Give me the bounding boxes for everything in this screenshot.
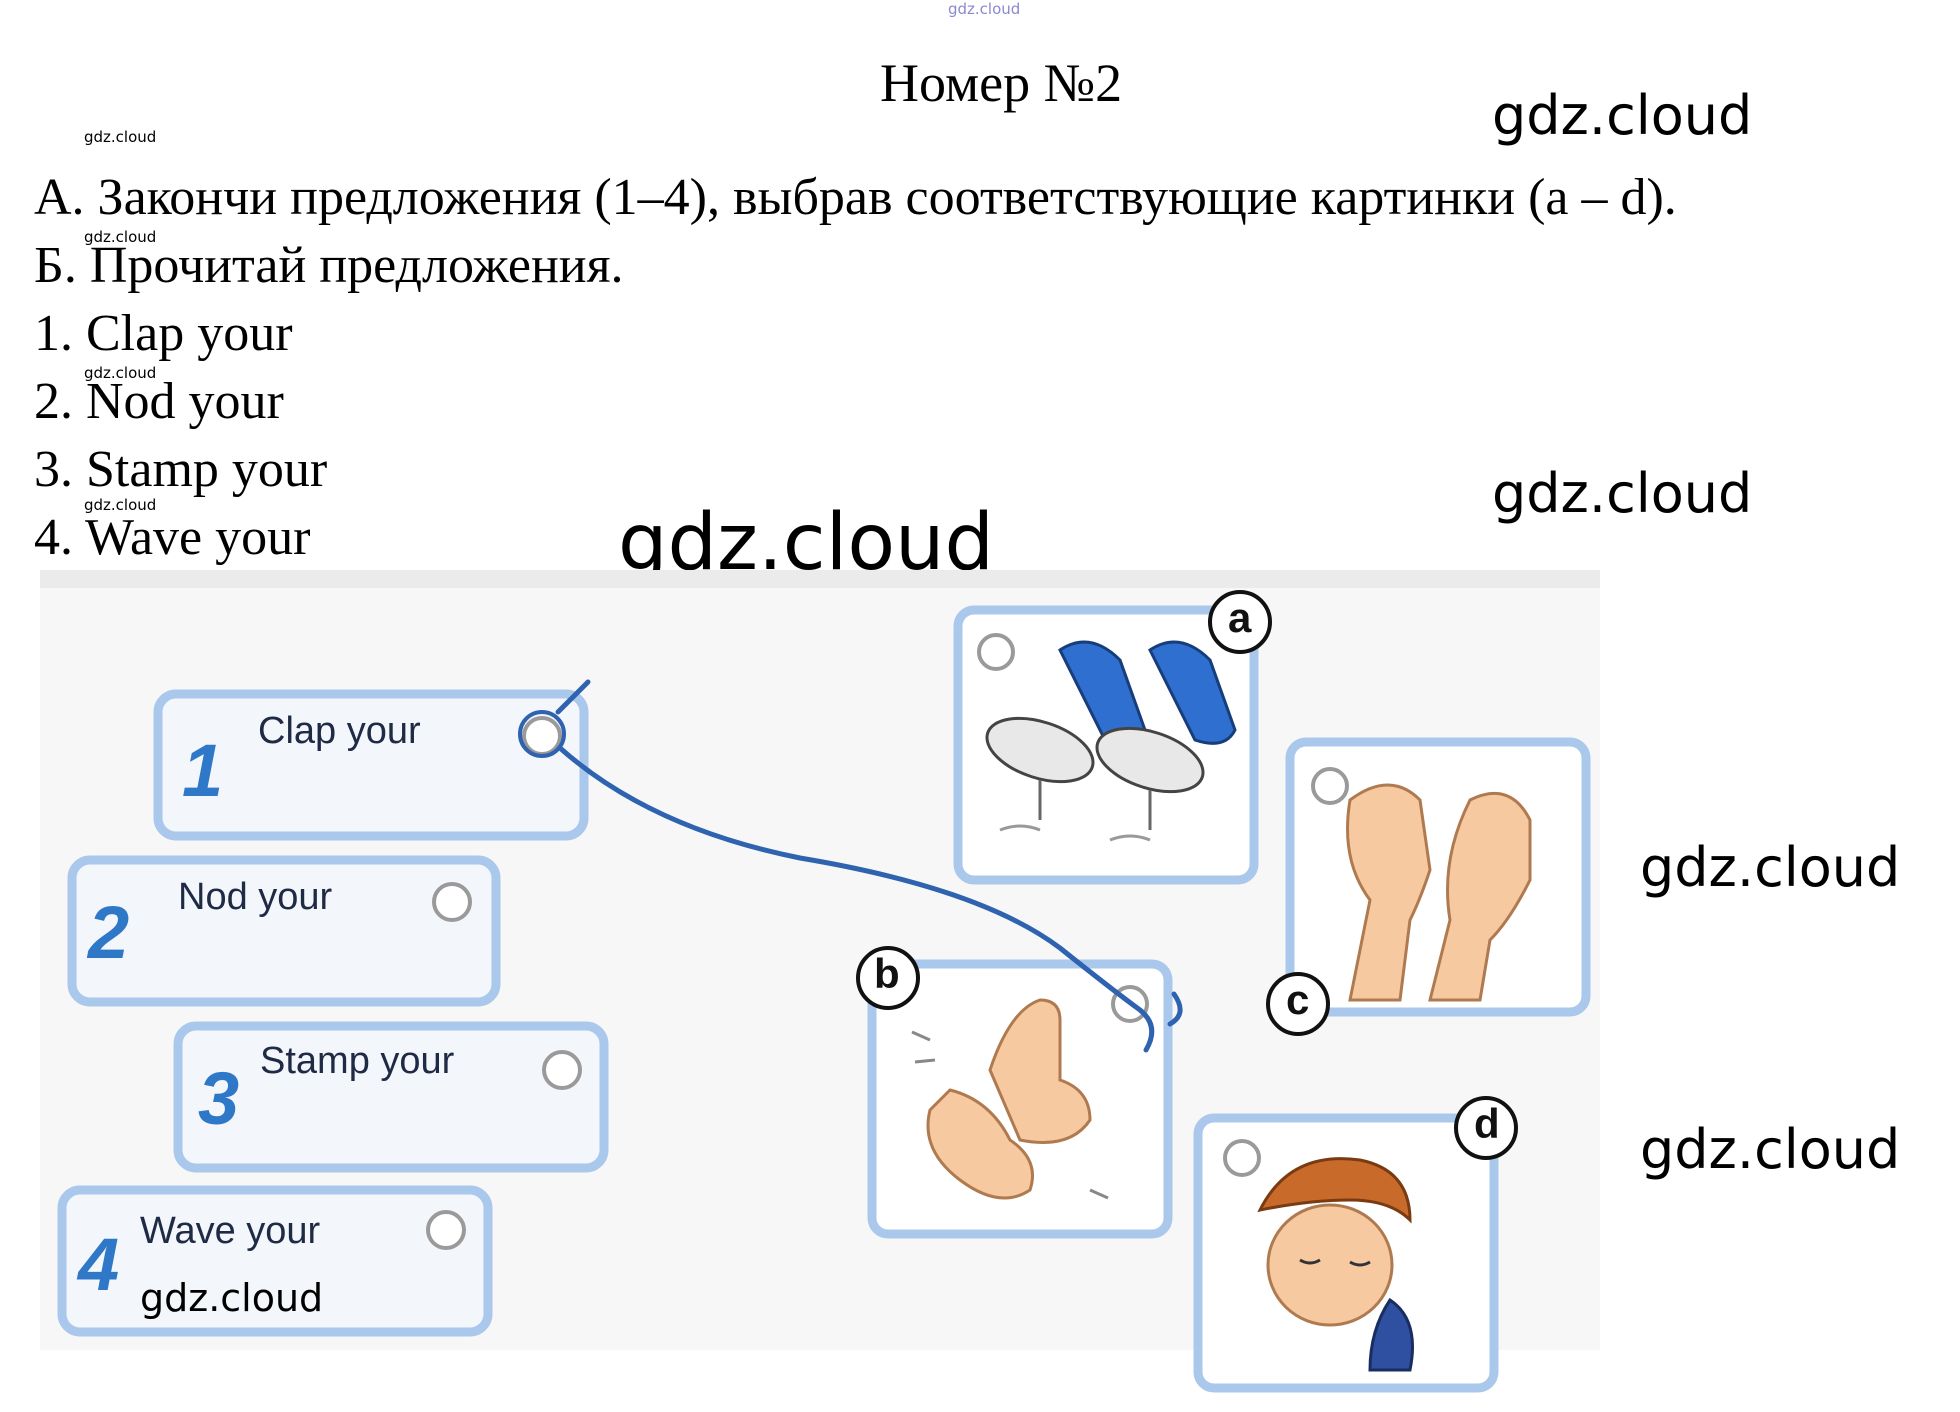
card-4[interactable] xyxy=(57,1185,493,1337)
card-2[interactable] xyxy=(67,855,501,1007)
instruction-a: А. Закончи предложения (1–4), выбрав соо… xyxy=(34,169,1677,226)
label-circle-c xyxy=(1266,972,1330,1036)
picture-card-d[interactable] xyxy=(1193,1096,1518,1393)
picture-label-d: d xyxy=(1474,1100,1500,1147)
watermark: gdz.cloud xyxy=(84,228,157,246)
matching-line xyxy=(555,679,1155,1053)
picture-card-a[interactable] xyxy=(953,590,1272,885)
picture-label-c: c xyxy=(1286,976,1310,1023)
card-1-number: 1 xyxy=(182,729,224,812)
watermark: gdz.cloud xyxy=(84,128,157,146)
waving-hands-icon xyxy=(911,998,1109,1200)
sentence-3: 3. Stamp your xyxy=(34,441,328,498)
label-circle-d xyxy=(1454,1096,1518,1160)
sentence-4: 4. Wave your xyxy=(34,509,311,566)
clapping-hands-icon xyxy=(1346,783,1532,1002)
watermark: gdz.cloud xyxy=(1492,462,1753,525)
sentence-1: 1. Clap your xyxy=(34,305,293,362)
card-2-answer-circle xyxy=(432,882,472,922)
card-4-number: 4 xyxy=(78,1223,120,1306)
watermark: gdz.cloud xyxy=(84,364,157,382)
card-3-text: Stamp your xyxy=(260,1040,455,1082)
watermark: gdz.cloud xyxy=(140,1276,324,1320)
card-3[interactable] xyxy=(173,1021,609,1173)
card-3-answer-circle xyxy=(542,1050,582,1090)
instruction-b: Б. Прочитай предложения. xyxy=(34,237,624,294)
card-4-text: Wave your xyxy=(140,1210,321,1252)
page-title: Номер №2 xyxy=(880,53,1123,113)
stamping-feet-icon xyxy=(985,640,1237,842)
picture-card-b[interactable] xyxy=(856,946,1173,1239)
card-4-answer-circle xyxy=(426,1210,466,1250)
picture-card-c[interactable] xyxy=(1266,737,1591,1036)
card-2-number: 2 xyxy=(88,891,130,974)
label-circle-a xyxy=(1208,590,1272,654)
sentence-2: 2. Nod your xyxy=(34,373,284,430)
watermark: gdz.cloud xyxy=(84,496,157,514)
card-1-text: Clap your xyxy=(258,710,421,752)
watermark: gdz.cloud xyxy=(1492,84,1753,147)
picture-label-a: a xyxy=(1228,594,1252,641)
watermark-top: gdz.cloud xyxy=(948,0,1021,18)
label-circle-b xyxy=(856,946,920,1010)
card-1-answer-circle xyxy=(522,716,562,756)
card-2-text: Nod your xyxy=(178,876,333,918)
nodding-head-icon xyxy=(1257,1157,1414,1372)
picture-label-b: b xyxy=(874,950,900,997)
watermark: gdz.cloud xyxy=(1640,836,1901,899)
card-3-number: 3 xyxy=(198,1057,240,1140)
watermark: gdz.cloud xyxy=(1640,1118,1901,1181)
